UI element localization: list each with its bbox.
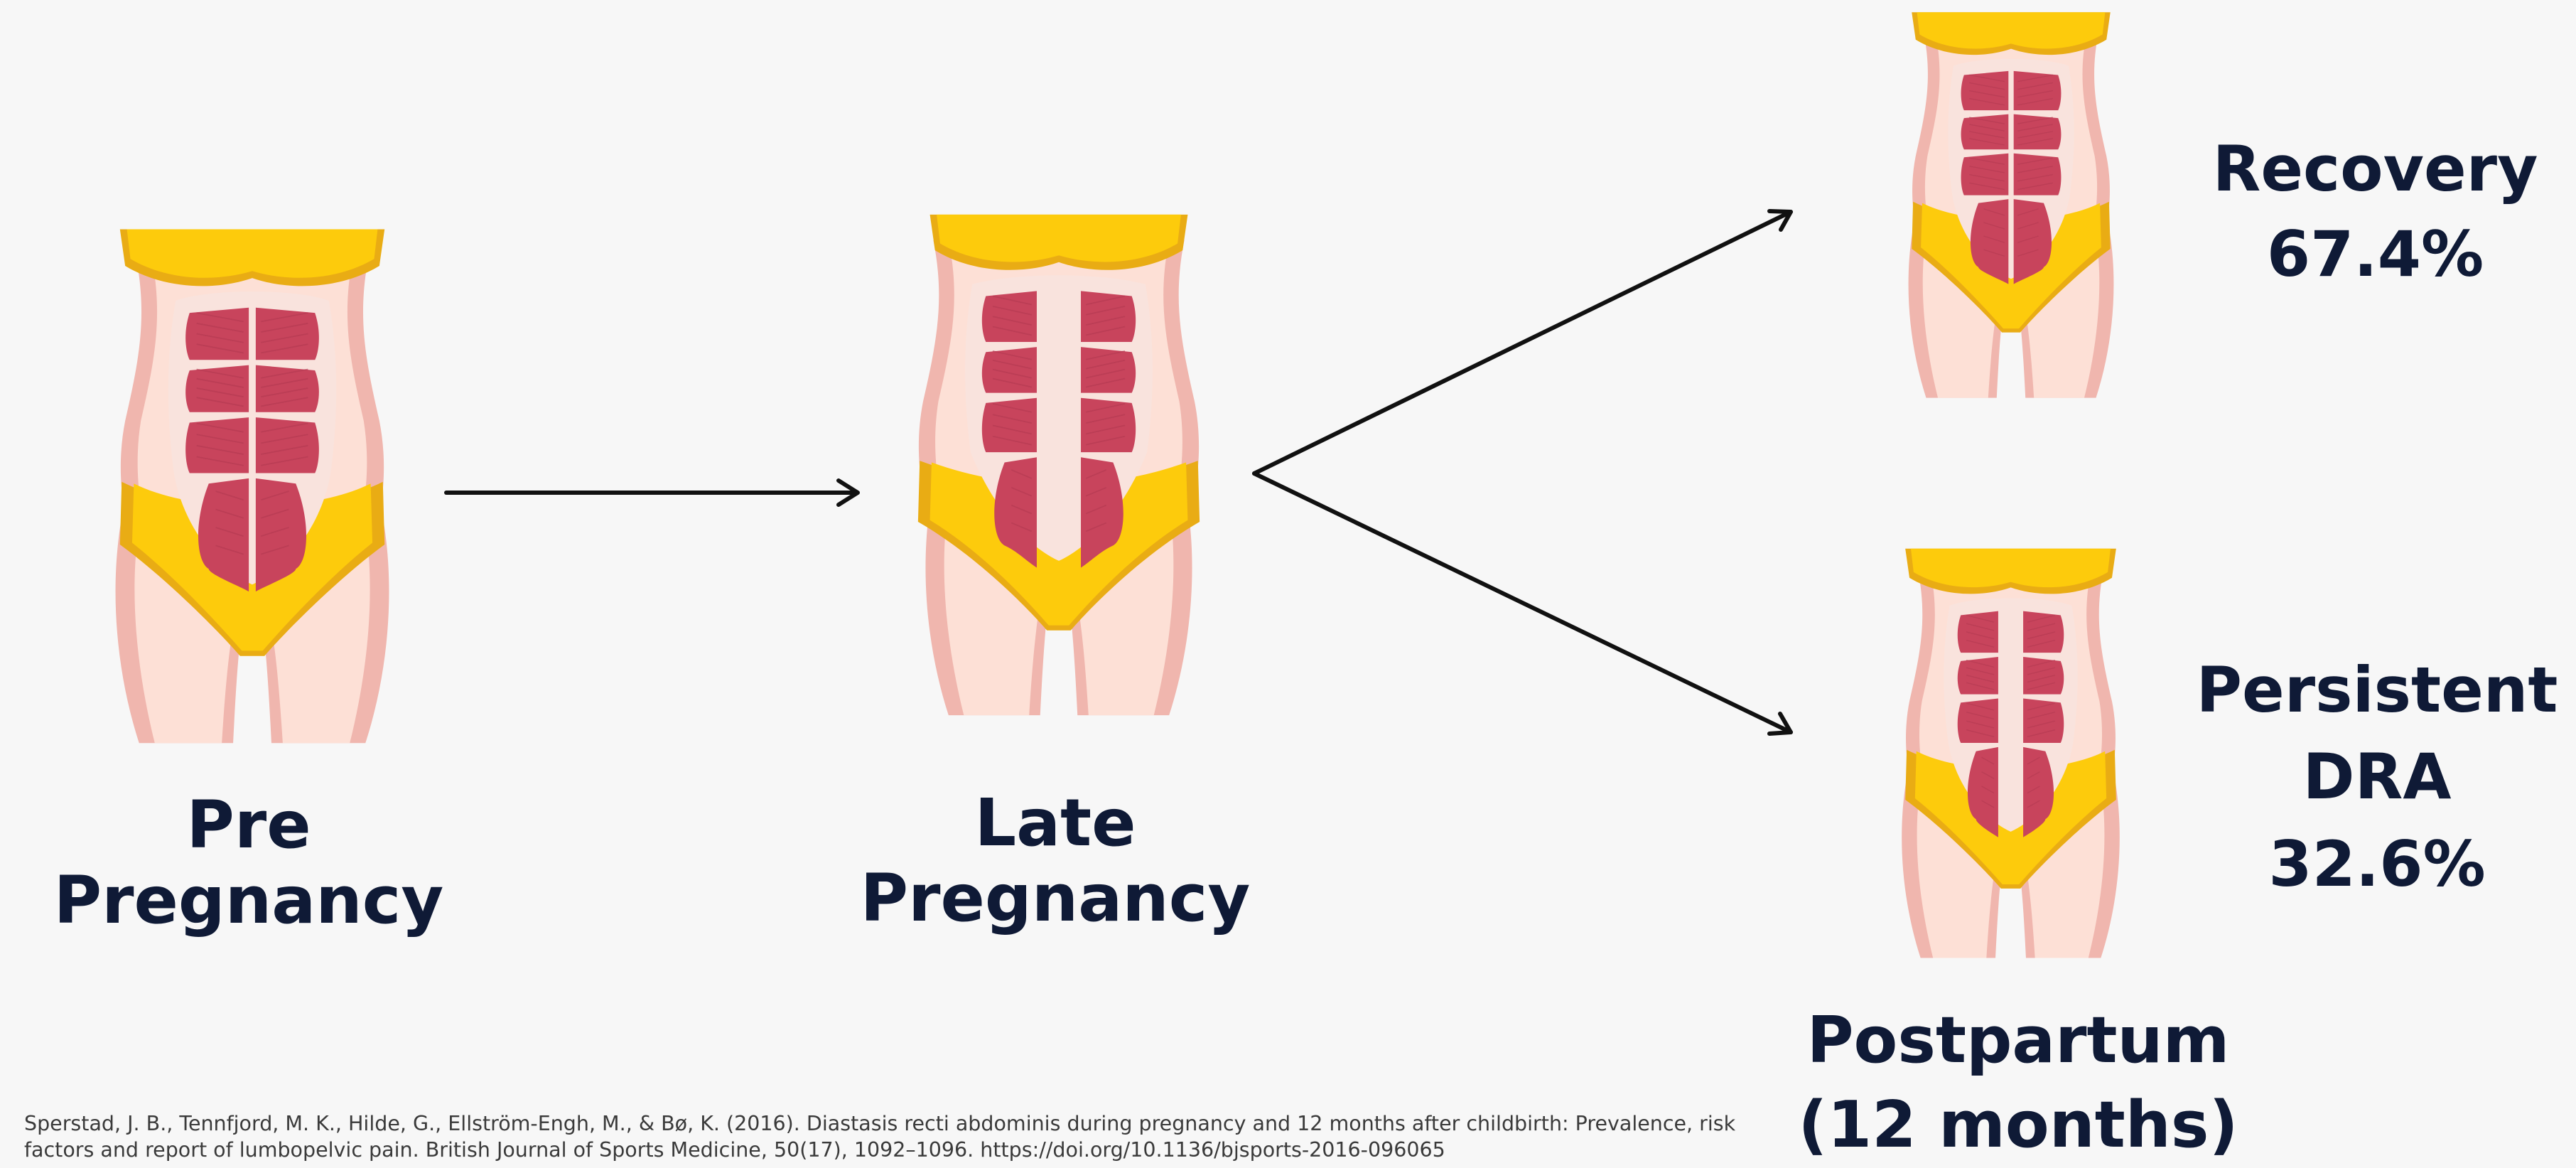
torso-late-pregnancy-icon — [885, 206, 1233, 732]
late-pregnancy-label: Late Pregnancy — [785, 786, 1325, 936]
arrow-late-to-recovery — [1254, 211, 1791, 473]
pre-pregnancy-label: Pre Pregnancy — [0, 788, 497, 938]
torso-persistent-dra-icon — [1870, 542, 2151, 972]
postpartum-label: Postpartum (12 months) — [1762, 999, 2274, 1168]
citation: Sperstad, J. B., Tennfjord, M. K., Hilde… — [24, 1110, 1772, 1163]
persistent-dra-outcome-label: Persistent DRA 32.6% — [2182, 647, 2572, 908]
arrow-pre-to-late — [446, 481, 858, 505]
arrow-late-to-persistent — [1254, 473, 1791, 734]
torso-recovered-icon — [1880, 6, 2143, 411]
recovery-outcome-label: Recovery 67.4% — [2189, 127, 2562, 296]
torso-pre-pregnancy-icon — [78, 220, 426, 761]
